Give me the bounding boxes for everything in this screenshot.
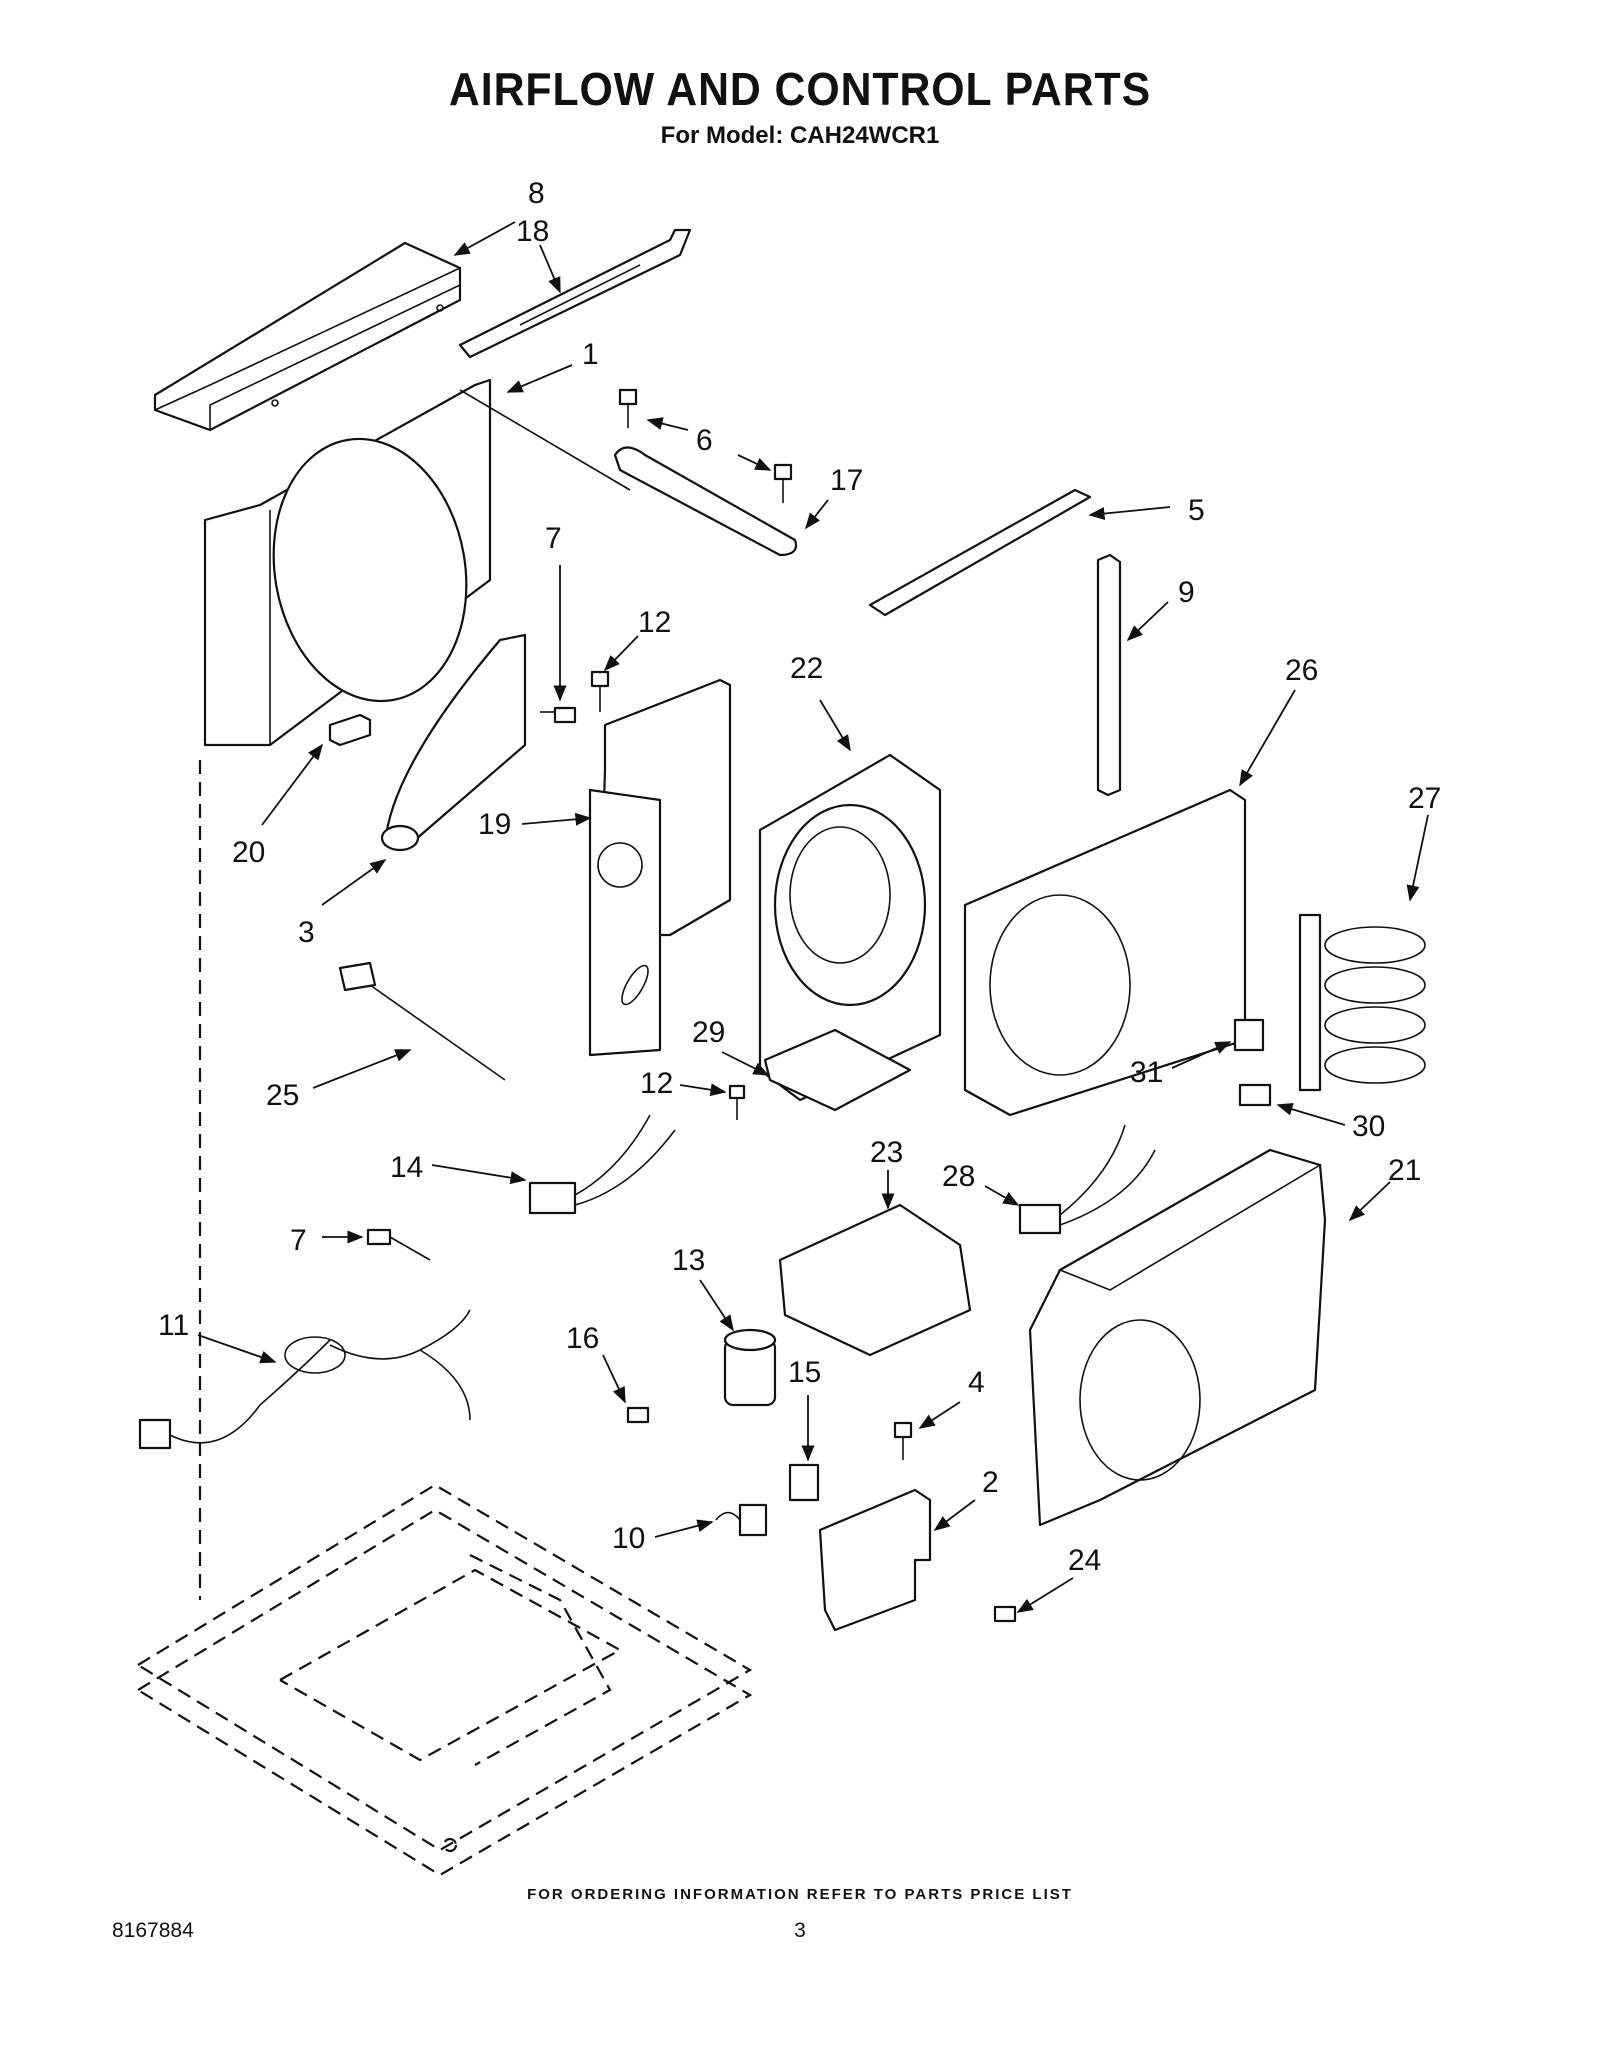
part-2-control-mounting-plate — [818, 1488, 932, 1632]
callout-9: 9 — [1178, 576, 1195, 609]
callout-18: 18 — [516, 215, 549, 248]
part-21-air-duct-assembly — [1028, 1148, 1327, 1527]
document-number: 8167884 — [112, 1919, 194, 1942]
callout-leaders — [197, 221, 1429, 1613]
callout-12-lower: 12 — [640, 1067, 673, 1100]
part-8-top-panel — [153, 241, 462, 432]
callout-4: 4 — [968, 1366, 985, 1399]
callout-28: 28 — [942, 1160, 975, 1193]
part-29-bracket — [763, 1028, 912, 1112]
part-20-pad — [328, 713, 372, 747]
callout-17: 17 — [830, 464, 863, 497]
callout-15: 15 — [788, 1356, 821, 1389]
part-18-seal-strip — [458, 228, 692, 359]
part-7-screw-lower — [366, 1228, 431, 1261]
part-25-thermistor — [338, 961, 506, 1081]
part-19-motor-bracket — [588, 678, 732, 1057]
ordering-note: FOR ORDERING INFORMATION REFER TO PARTS … — [527, 1886, 1073, 1903]
part-12-screw-upper — [590, 670, 610, 712]
callout-2: 2 — [982, 1466, 999, 1499]
callout-numbers: 8 18 1 6 17 5 9 7 12 22 26 27 19 20 3 31… — [158, 177, 1441, 1577]
callout-23: 23 — [870, 1136, 903, 1169]
callout-27: 27 — [1408, 782, 1441, 815]
callout-12-upper: 12 — [638, 606, 671, 639]
part-4-screw — [893, 1421, 913, 1460]
part-1-fan-shroud — [203, 378, 631, 747]
callout-8: 8 — [528, 177, 545, 210]
part-14-wire-harness — [528, 1114, 676, 1215]
callout-24: 24 — [1068, 1544, 1101, 1577]
callout-6: 6 — [696, 424, 713, 457]
part-30-thermal-fuse — [1238, 1083, 1272, 1107]
callout-30: 30 — [1352, 1110, 1385, 1143]
callout-22: 22 — [790, 652, 823, 685]
page-title: AIRFLOW AND CONTROL PARTS — [448, 63, 1152, 115]
part-26-orifice-panel — [963, 788, 1247, 1117]
callout-7-lower: 7 — [290, 1224, 307, 1257]
callout-10: 10 — [612, 1522, 645, 1555]
callout-21: 21 — [1388, 1154, 1421, 1187]
part-24-screw — [993, 1605, 1017, 1623]
part-6-screws — [618, 388, 793, 503]
callout-1: 1 — [582, 338, 599, 371]
part-10-switch — [715, 1503, 768, 1537]
callout-7-upper: 7 — [545, 522, 562, 555]
model-subtitle: For Model: CAH24WCR1 — [660, 122, 940, 149]
part-17-brace — [613, 446, 798, 557]
part-15-relay — [788, 1463, 820, 1502]
part-5-foam-strip — [868, 488, 1092, 617]
callout-13: 13 — [672, 1244, 705, 1277]
callout-14: 14 — [390, 1151, 423, 1184]
part-28-wire-harness — [1018, 1124, 1156, 1235]
callout-5: 5 — [1188, 494, 1205, 527]
part-16-screw — [626, 1406, 650, 1424]
callout-26: 26 — [1285, 654, 1318, 687]
part-9-vertical-strip — [1096, 553, 1122, 797]
part-12-screw-lower — [728, 1084, 746, 1120]
page-number: 3 — [794, 1919, 806, 1942]
part-27-heater-element — [1298, 913, 1426, 1092]
base-pan-reference — [135, 1483, 753, 1877]
callout-25: 25 — [266, 1079, 299, 1112]
callout-19: 19 — [478, 808, 511, 841]
part-3-housing-half — [380, 633, 527, 852]
callout-20: 20 — [232, 836, 265, 869]
callout-31: 31 — [1130, 1056, 1163, 1089]
callout-16: 16 — [566, 1322, 599, 1355]
callout-11: 11 — [158, 1309, 189, 1342]
callout-29: 29 — [692, 1016, 725, 1049]
part-23-control-bracket — [778, 1203, 972, 1357]
callout-3: 3 — [298, 916, 315, 949]
part-7-screw-upper — [540, 706, 577, 724]
part-11-power-cord — [138, 1309, 471, 1450]
part-13-capacitor — [723, 1328, 777, 1407]
part-31-limit-switch — [1233, 1018, 1265, 1052]
